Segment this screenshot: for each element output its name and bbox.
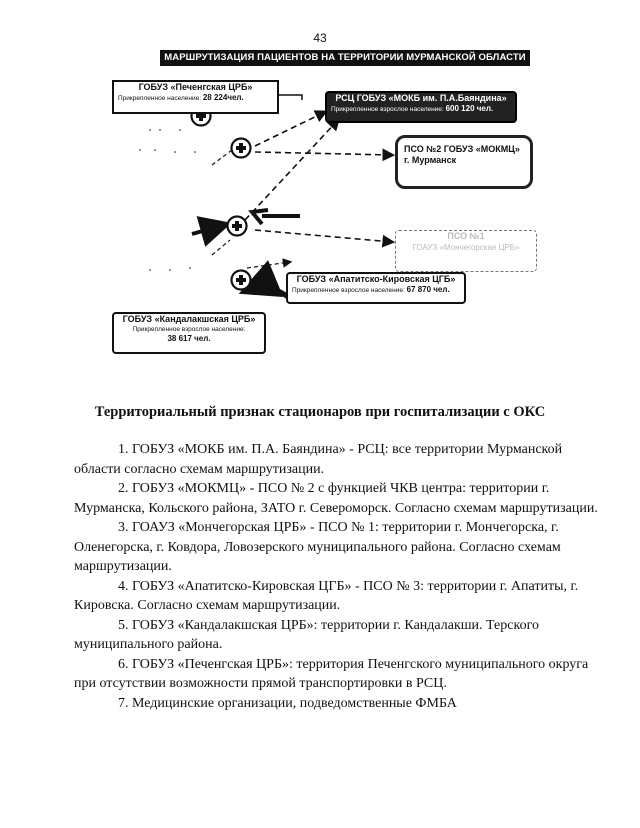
population-value: 67 870 чел.: [406, 285, 450, 294]
scatter-dots: [139, 129, 196, 271]
population-value: 28 224чел.: [202, 93, 244, 102]
population-label: Прикрепленное взрослое население:: [132, 326, 246, 333]
population-value: 38 617 чел.: [114, 334, 264, 344]
population-label: Прикрепленное население:: [118, 95, 202, 102]
dashed-route-arrow: [254, 229, 396, 248]
population-line: Прикрепленное взрослое население: 600 12…: [327, 104, 515, 114]
hospital-name: ГОБУЗ «Печенгская ЦРБ»: [138, 82, 253, 92]
population-value: 600 120 чел.: [445, 104, 494, 113]
list-item: 7. Медицинские организации, подведомстве…: [118, 695, 457, 711]
population-value-text: 38 617 чел.: [167, 334, 211, 343]
hospital-name: РСЦ ГОБУЗ «МОКБ им. П.А.Баяндина»: [335, 93, 507, 103]
kandalaksha-hospital-box: ГОБУЗ «Кандалакшская ЦРБ» Прикрепленное …: [112, 312, 266, 354]
hospital-name: ГОБУЗ «Апатитско-Кировская ЦГБ»: [296, 274, 456, 284]
dashed-route-arrow: [211, 239, 231, 256]
list-item: 6. ГОБУЗ «Печенгская ЦРБ»: территория Пе…: [74, 656, 589, 692]
dashed-route-arrow: [244, 117, 341, 221]
mokmc-hospital-box: ПСО №2 ГОБУЗ «МОКМЦ» г. Мурманск: [395, 135, 533, 189]
population-line: Прикрепленное население: 28 224чел.: [114, 93, 277, 103]
hospital-name: ПСО №2 ГОБУЗ «МОКМЦ» г. Мурманск: [404, 144, 520, 165]
dashed-route-arrow: [254, 110, 328, 147]
dashed-route-arrow: [254, 148, 396, 162]
hospital-name: ГОБУЗ «Кандалакшская ЦРБ»: [122, 314, 256, 324]
population-label: Прикрепленное взрослое население:: [292, 287, 405, 294]
section-heading: Территориальный признак стационаров при …: [94, 404, 546, 420]
dashed-route-arrow: [211, 149, 233, 166]
connector-line: [275, 94, 303, 100]
population-line: Прикрепленное взрослое население: 67 870…: [288, 285, 464, 295]
list-item: 4. ГОБУЗ «Апатитско-Кировская ЦГБ» - ПСО…: [74, 578, 579, 614]
hospital-cross-icon: [226, 215, 248, 237]
thick-arrow: [191, 216, 232, 247]
pechenga-hospital-box: ГОБУЗ «Печенгская ЦРБ» Прикрепленное нас…: [112, 80, 279, 114]
diagram-title-banner: МАРШРУТИЗАЦИЯ ПАЦИЕНТОВ НА ТЕРРИТОРИИ МУ…: [160, 50, 530, 66]
hospital-list: 1. ГОБУЗ «МОКБ им. П.А. Баяндина» - РСЦ:…: [74, 440, 600, 713]
hospital-subname: ГОАУЗ «Мончегорская ЦРБ»: [412, 243, 520, 252]
mokb-hospital-box: РСЦ ГОБУЗ «МОКБ им. П.А.Баяндина» Прикре…: [325, 91, 517, 123]
list-item: 1. ГОБУЗ «МОКБ им. П.А. Баяндина» - РСЦ:…: [74, 442, 563, 477]
list-item: 5. ГОБУЗ «Кандалакшская ЦРБ»: территории…: [74, 617, 539, 653]
hospital-cross-icon: [230, 269, 252, 291]
population-label: Прикрепленное взрослое население:: [331, 106, 444, 113]
apatity-hospital-box: ГОБУЗ «Апатитско-Кировская ЦГБ» Прикрепл…: [286, 272, 466, 304]
list-item: 3. ГОАУЗ «Мончегорская ЦРБ» - ПСО № 1: т…: [74, 520, 561, 574]
list-item: 2. ГОБУЗ «МОКМЦ» - ПСО № 2 с функцией ЧК…: [74, 481, 598, 516]
thick-arrow: [248, 208, 269, 226]
monchegorsk-hospital-box: ПСО №1 ГОАУЗ «Мончегорская ЦРБ»: [395, 230, 537, 272]
hospital-cross-icon: [230, 137, 252, 159]
hospital-name: ПСО №1: [447, 231, 485, 241]
page-number: 43: [313, 31, 327, 45]
dashed-route-arrow: [246, 258, 293, 269]
routing-diagram: [139, 94, 396, 302]
